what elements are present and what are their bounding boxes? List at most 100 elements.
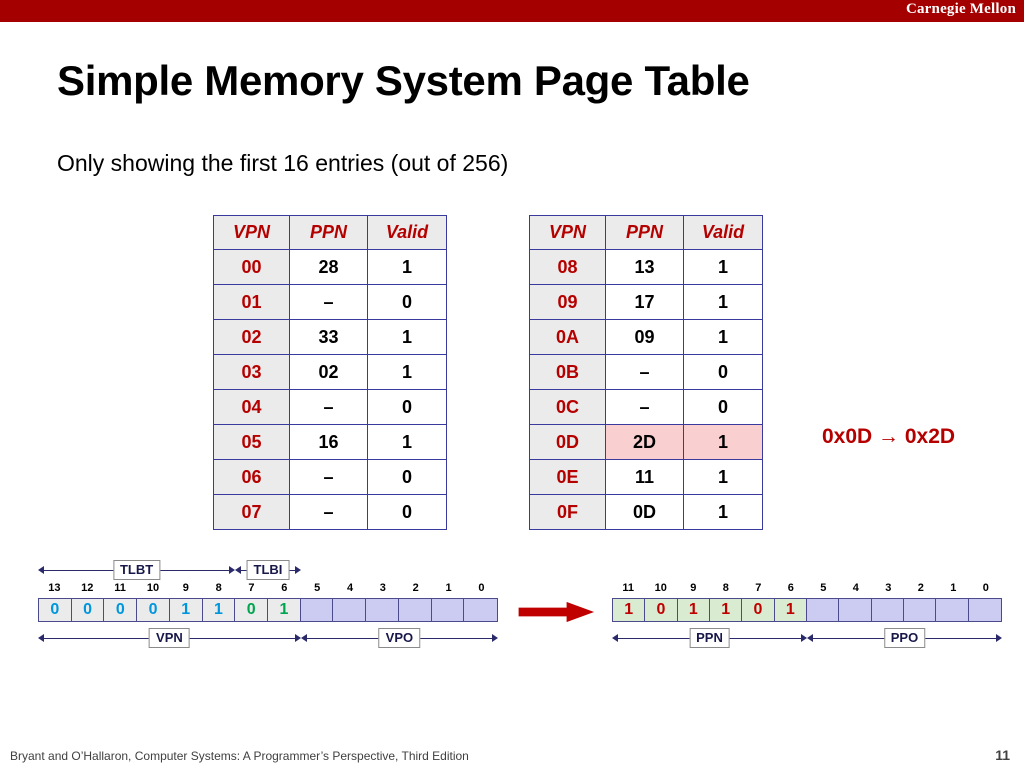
column-header-valid: Valid <box>367 215 447 250</box>
cell-valid: 0 <box>367 459 447 495</box>
cell-ppn: 13 <box>605 249 684 285</box>
column-header-valid: Valid <box>683 215 763 250</box>
cell-valid: 0 <box>367 494 447 530</box>
bit-cell <box>333 599 367 621</box>
footer-page-number: 11 <box>995 747 1010 763</box>
bit-index-label: 2 <box>917 582 924 594</box>
table-row: 07–0 <box>213 494 447 530</box>
cell-ppn: – <box>605 389 684 425</box>
cell-ppn: 17 <box>605 284 684 320</box>
cell-valid: 1 <box>683 249 763 285</box>
vpn-to-ppn-mapping-note: 0x0D → 0x2D <box>822 425 956 448</box>
cell-vpn: 06 <box>213 459 290 495</box>
cell-valid: 0 <box>367 389 447 425</box>
cell-valid: 1 <box>683 284 763 320</box>
bit-cell <box>903 599 937 621</box>
cell-valid: 1 <box>367 249 447 285</box>
table-row: 0B–0 <box>529 354 763 390</box>
bit-cell: 0 <box>39 599 72 621</box>
span-label-vpo: VPO <box>378 628 421 648</box>
bit-cell <box>464 599 498 621</box>
bit-index-label: 9 <box>690 582 697 594</box>
cell-vpn: 0C <box>529 389 606 425</box>
bit-cell: 0 <box>235 599 269 621</box>
bit-span-vpo: VPO <box>300 628 498 648</box>
arrow-left-icon <box>300 634 307 642</box>
column-header-vpn: VPN <box>213 215 290 250</box>
page-subtitle: Only showing the first 16 entries (out o… <box>57 150 509 176</box>
cell-ppn: – <box>605 354 684 390</box>
bit-span-tlbt: TLBT <box>38 560 236 580</box>
cell-ppn: – <box>289 459 368 495</box>
translation-arrow-icon <box>517 600 598 624</box>
bit-index-label: 8 <box>722 582 729 594</box>
bit-index-label: 3 <box>379 582 386 594</box>
bit-index-label: 0 <box>982 582 989 594</box>
bit-cell: 0 <box>645 599 678 621</box>
bit-index-label: 6 <box>787 582 794 594</box>
bit-span-ppn: PPN <box>612 628 807 648</box>
cell-vpn: 05 <box>213 424 290 460</box>
bit-cell: 0 <box>71 599 105 621</box>
page-title: Simple Memory System Page Table <box>57 57 750 104</box>
table-row: 06–0 <box>213 459 447 495</box>
column-header-vpn: VPN <box>529 215 606 250</box>
bit-cell: 1 <box>202 599 236 621</box>
bit-cell: 0 <box>137 599 170 621</box>
cell-vpn: 0B <box>529 354 606 390</box>
bit-index-label: 5 <box>314 582 321 594</box>
table-row: 01–0 <box>213 284 447 320</box>
cell-ppn: 28 <box>289 249 368 285</box>
cell-vpn: 0A <box>529 319 606 355</box>
cell-valid: 0 <box>683 354 763 390</box>
bit-index-label: 11 <box>114 582 126 594</box>
bit-span-vpn: VPN <box>38 628 301 648</box>
table-header-row: VPN PPN Valid <box>529 215 763 250</box>
cell-ppn: 2D <box>605 424 684 460</box>
bit-cell <box>936 599 969 621</box>
bit-cell <box>806 599 840 621</box>
bit-index-label: 10 <box>146 582 160 594</box>
span-label-ppo: PPO <box>883 628 926 648</box>
bit-cell: 1 <box>268 599 301 621</box>
bit-index-label: 4 <box>852 582 859 594</box>
bit-cell <box>839 599 872 621</box>
bit-index-label: 7 <box>248 582 255 594</box>
cell-ppn: – <box>289 389 368 425</box>
cell-valid: 1 <box>367 424 447 460</box>
bit-index-label: 5 <box>820 582 827 594</box>
footer-citation: Bryant and O’Hallaron, Computer Systems:… <box>10 749 469 763</box>
table-row: 0C–0 <box>529 389 763 425</box>
bit-index-label: 6 <box>281 582 288 594</box>
arrow-left-icon <box>807 634 813 642</box>
bit-index-label: 7 <box>755 582 762 594</box>
bit-cell: 1 <box>774 599 807 621</box>
bit-index-label: 1 <box>445 582 452 594</box>
bit-cell <box>431 599 465 621</box>
cell-vpn: 09 <box>529 284 606 320</box>
cell-valid: 1 <box>683 424 763 460</box>
bit-index-label: 13 <box>48 582 61 594</box>
bit-cell: 1 <box>677 599 710 621</box>
arrow-right-icon <box>491 634 498 642</box>
span-label-tlbi: TLBI <box>246 560 290 580</box>
column-header-ppn: PPN <box>289 215 368 250</box>
cell-valid: 1 <box>367 319 447 355</box>
cell-ppn: 33 <box>289 319 368 355</box>
cell-vpn: 01 <box>213 284 290 320</box>
span-label-tlbt: TLBT <box>112 560 161 580</box>
cell-valid: 1 <box>683 459 763 495</box>
cell-vpn: 0D <box>529 424 606 460</box>
span-label-ppn: PPN <box>689 628 730 648</box>
bit-index-label: 3 <box>885 582 892 594</box>
cell-ppn: – <box>289 284 368 320</box>
